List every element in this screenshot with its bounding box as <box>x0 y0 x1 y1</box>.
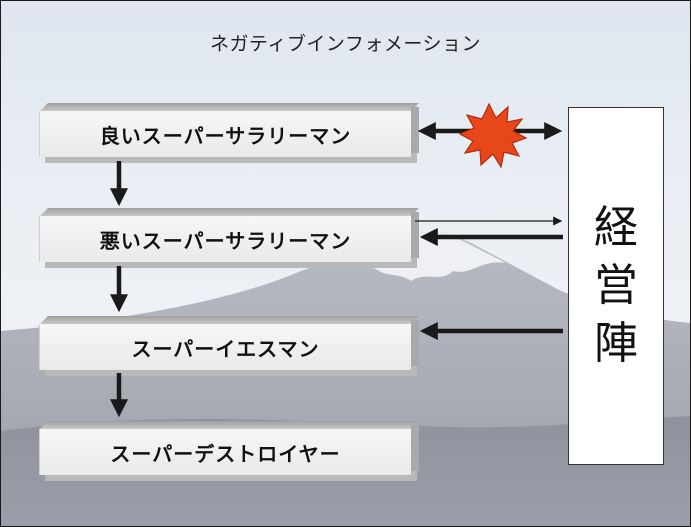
management-char-2: 営 <box>594 260 638 311</box>
management-char-1: 経 <box>594 202 638 253</box>
box-super-destroyer: スーパーデストロイヤー <box>39 425 419 475</box>
box-good-super-salaryman: 良いスーパーサラリーマン <box>39 107 419 157</box>
page-title: ネガティブインフォメーション <box>210 33 481 55</box>
box-super-yesman: スーパーイエスマン <box>39 320 419 370</box>
management-char-3: 陣 <box>594 318 638 369</box>
management-box: 経 営 陣 <box>568 107 664 465</box>
box-bad-super-salaryman: 悪いスーパーサラリーマン <box>39 212 419 262</box>
